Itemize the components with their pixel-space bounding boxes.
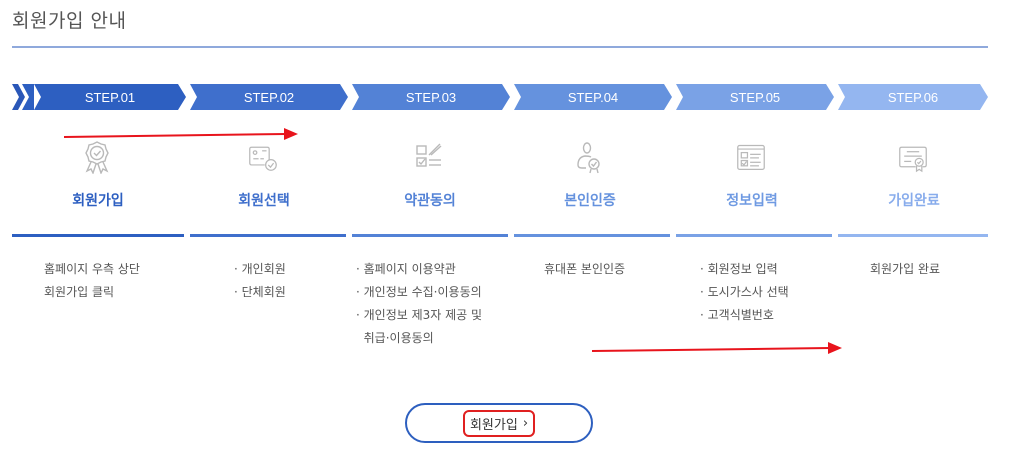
step-underline-1 [12, 234, 184, 237]
form-window-icon [737, 144, 765, 170]
desc-line: 취급·이용동의 [356, 331, 434, 345]
chevron-right-icon: › [522, 415, 529, 431]
desc-line: · 개인회원 [234, 262, 286, 276]
step-underline-6 [838, 234, 988, 237]
step-chevrons-shape [34, 84, 988, 110]
step-badge-4: STEP.04 [567, 89, 619, 105]
step-badge-1: STEP.01 [84, 89, 136, 105]
desc-line: · 도시가스사 선택 [700, 285, 789, 299]
step-badge-6: STEP.06 [887, 89, 939, 105]
annotation-arrow-icon [591, 342, 842, 354]
desc-line: · 개인정보 수집·이용동의 [356, 285, 482, 299]
desc-line: · 고객식별번호 [700, 308, 774, 322]
page-title: 회원가입 안내 [12, 10, 127, 32]
step-name-5: 정보입력 [726, 193, 778, 209]
title-divider [12, 46, 988, 48]
step-badge-2: STEP.02 [243, 89, 295, 105]
step-name-3: 약관동의 [404, 193, 456, 209]
step-underline-3 [352, 234, 508, 237]
person-verified-icon [577, 142, 600, 174]
desc-line: 휴대폰 본인인증 [544, 262, 626, 276]
desc-line: 회원가입 완료 [870, 262, 941, 276]
join-button-label: 회원가입 [469, 417, 518, 433]
step-progress-bar: STEP.01 STEP.02 STEP.03 STEP.04 STEP.05 … [10, 84, 1000, 110]
desc-line: 홈페이지 우측 상단 [44, 262, 140, 276]
step-desc-5: · 회원정보 입력 · 도시가스사 선택 · 고객식별번호 [700, 258, 789, 327]
desc-line: · 회원정보 입력 [700, 262, 778, 276]
step-underline-2 [190, 234, 346, 237]
desc-line: · 홈페이지 이용약관 [356, 262, 456, 276]
step-desc-3: · 홈페이지 이용약관 · 개인정보 수집·이용동의 · 개인정보 제3자 제공… [356, 258, 482, 350]
step-desc-2: · 개인회원 · 단체회원 [234, 258, 286, 304]
certificate-icon [899, 146, 927, 173]
step-name-4: 본인인증 [564, 193, 616, 209]
desc-line: · 단체회원 [234, 285, 286, 299]
join-member-button[interactable]: 회원가입 › [405, 403, 593, 443]
step-underline-4 [514, 234, 670, 237]
step-badge-3: STEP.03 [405, 89, 457, 105]
step-name-6: 가입완료 [888, 193, 940, 209]
step-desc-4: 휴대폰 본인인증 [544, 258, 625, 281]
step-name-2: 회원선택 [238, 193, 290, 209]
desc-line: 회원가입 클릭 [44, 285, 115, 299]
step-desc-1: 홈페이지 우측 상단 회원가입 클릭 [44, 258, 140, 304]
desc-line: · 개인정보 제3자 제공 및 [356, 308, 483, 322]
member-card-check-icon [249, 146, 277, 171]
checklist-pen-icon [416, 143, 442, 167]
join-button-highlight[interactable]: 회원가입 › [462, 409, 536, 437]
step-desc-6: 회원가입 완료 [870, 258, 940, 281]
leading-chevron-icon [12, 84, 34, 110]
step-name-1: 회원가입 [72, 193, 124, 209]
annotation-arrow-icon [63, 128, 298, 140]
step-underline-5 [676, 234, 832, 237]
award-ribbon-icon [85, 141, 109, 174]
step-badge-5: STEP.05 [729, 89, 781, 105]
